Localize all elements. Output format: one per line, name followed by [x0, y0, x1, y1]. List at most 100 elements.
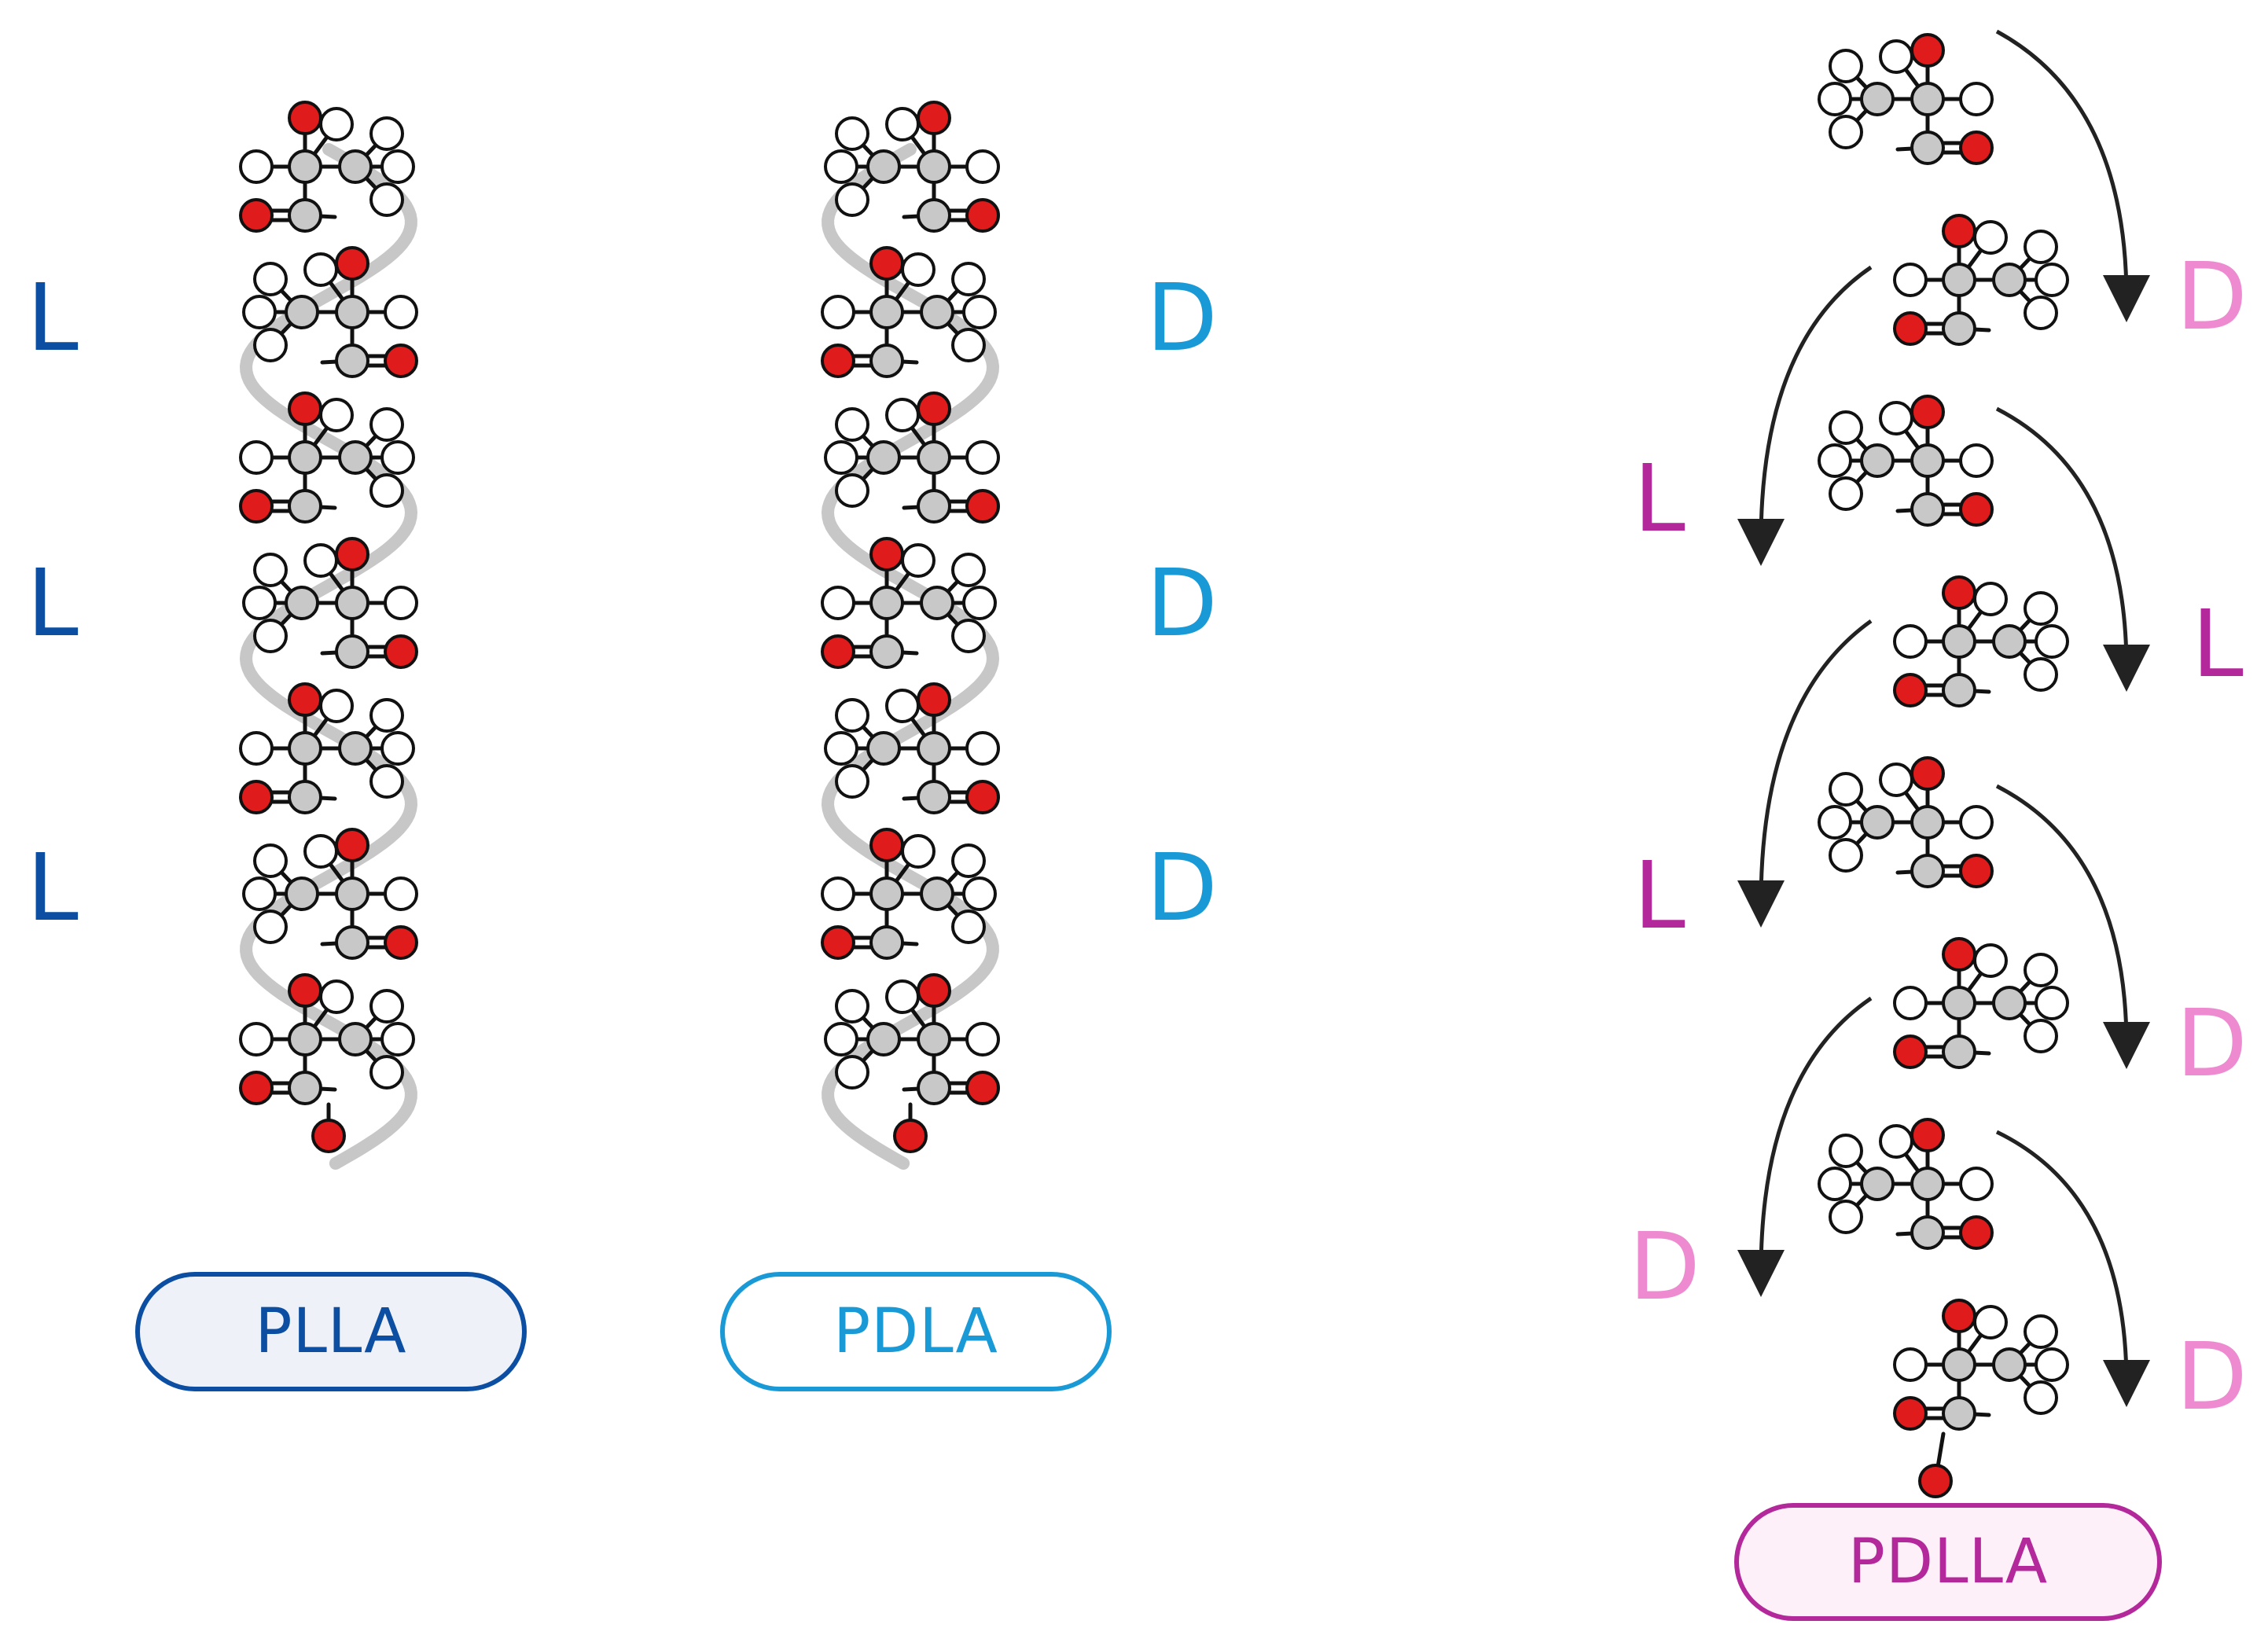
hydrogen-atom [835, 407, 869, 442]
hydrogen-atom [951, 328, 986, 362]
carbon-atom [1910, 130, 1945, 165]
pdlla-unit-label: D [2176, 1322, 2248, 1431]
oxygen-atom [288, 973, 322, 1008]
oxygen-atom [893, 1119, 928, 1153]
carbon-atom [1910, 1215, 1945, 1250]
oxygen-atom [384, 344, 418, 378]
hydrogen-atom [835, 116, 869, 151]
oxygen-atom [917, 101, 951, 135]
pdlla-unit-label: L [1634, 841, 1685, 950]
hydrogen-atom [835, 989, 869, 1023]
stereo-arrows [1737, 29, 2150, 1407]
hydrogen-atom [253, 619, 288, 653]
hydrogen-atom [253, 553, 288, 587]
carbon-atom [920, 876, 954, 911]
plla-label-pill: PLLA [135, 1272, 527, 1391]
hydrogen-atom [1879, 763, 1913, 797]
carbon-atom [917, 198, 951, 233]
hydrogen-atom [1893, 624, 1928, 659]
pdla-unit-label: D [1146, 833, 1218, 942]
carbon-atom [1992, 624, 2027, 659]
hydrogen-atom [1959, 443, 1994, 478]
carbon-atom [1860, 82, 1895, 116]
carbon-atom [288, 149, 322, 184]
hydrogen-atom [885, 689, 920, 723]
oxygen-atom [1893, 1034, 1928, 1069]
carbon-atom [1942, 311, 1976, 346]
oxygen-atom [965, 489, 1000, 524]
oxygen-atom [384, 925, 418, 960]
hydrogen-atom [835, 698, 869, 733]
hydrogen-atom [821, 586, 855, 620]
hydrogen-atom [319, 979, 354, 1014]
oxygen-atom [821, 925, 855, 960]
carbon-atom [866, 440, 901, 475]
hydrogen-atom [965, 1022, 1000, 1057]
carbon-atom [288, 440, 322, 475]
hydrogen-atom [965, 149, 1000, 184]
hydrogen-atom [1818, 82, 1852, 116]
oxygen-atom [821, 634, 855, 669]
hydrogen-atom [965, 731, 1000, 766]
hydrogen-atom [319, 107, 354, 141]
carbon-atom [920, 586, 954, 620]
oxygen-atom [1918, 1464, 1953, 1498]
carbon-atom [288, 198, 322, 233]
hydrogen-atom [253, 328, 288, 362]
carbon-atom [1942, 1347, 1976, 1382]
hydrogen-atom [1818, 1167, 1852, 1201]
stereo-arrow [1995, 784, 2150, 1069]
carbon-atom [866, 1022, 901, 1057]
carbon-atom [335, 876, 369, 911]
hydrogen-atom [1829, 49, 1863, 83]
hydrogen-atom [951, 262, 986, 296]
oxygen-atom [311, 1119, 346, 1153]
carbon-atom [869, 925, 904, 960]
oxygen-atom [239, 198, 274, 233]
hydrogen-atom [885, 398, 920, 432]
carbon-atom [869, 586, 904, 620]
oxygen-atom [1893, 1396, 1928, 1431]
hydrogen-atom [1959, 1167, 1994, 1201]
hydrogen-atom [2024, 591, 2058, 626]
oxygen-atom [335, 246, 369, 281]
oxygen-atom [869, 828, 904, 862]
carbon-atom [338, 149, 373, 184]
carbon-atom [335, 925, 369, 960]
pdlla-label-pill: PDLLA [1734, 1503, 2162, 1621]
carbon-atom [917, 149, 951, 184]
oxygen-atom [917, 391, 951, 426]
carbon-atom [1942, 986, 1976, 1020]
hydrogen-atom [824, 440, 858, 475]
hydrogen-atom [1829, 838, 1863, 873]
carbon-atom [869, 295, 904, 329]
hydrogen-atom [384, 876, 418, 911]
oxygen-atom [384, 634, 418, 669]
carbon-atom [1910, 1167, 1945, 1201]
oxygen-atom [1910, 1118, 1945, 1152]
carbon-atom [917, 1022, 951, 1057]
oxygen-atom [1942, 214, 1976, 248]
hydrogen-atom [384, 586, 418, 620]
oxygen-atom [869, 537, 904, 571]
hydrogen-atom [965, 440, 1000, 475]
plla-unit-label: L [27, 549, 79, 657]
hydrogen-atom [303, 543, 338, 578]
hydrogen-atom [1879, 1124, 1913, 1159]
pdlla-unit-label: D [2176, 989, 2248, 1097]
carbon-atom [1942, 1034, 1976, 1069]
oxygen-atom [335, 537, 369, 571]
hydrogen-atom [835, 1055, 869, 1090]
pdlla-unit-label: D [2176, 242, 2248, 351]
carbon-atom [288, 780, 322, 814]
hydrogen-atom [2035, 1347, 2069, 1382]
carbon-atom [917, 1071, 951, 1105]
hydrogen-atom [1959, 805, 1994, 840]
carbon-atom [288, 489, 322, 524]
oxygen-atom [1942, 937, 1976, 972]
hydrogen-atom [821, 295, 855, 329]
hydrogen-atom [1818, 805, 1852, 840]
carbon-atom [869, 344, 904, 378]
hydrogen-atom [253, 910, 288, 944]
